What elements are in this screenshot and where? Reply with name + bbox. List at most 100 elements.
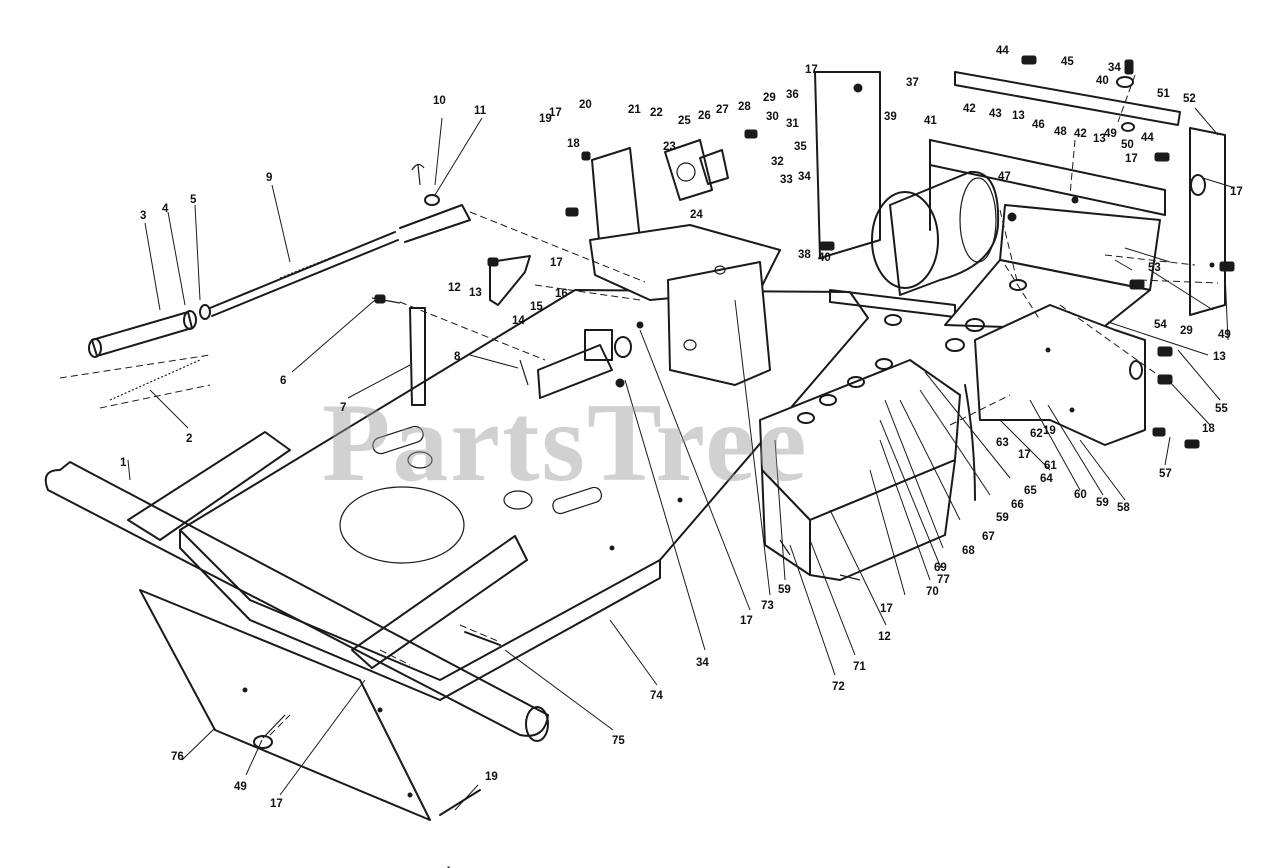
callout-36: 36 bbox=[786, 89, 799, 101]
callout-53: 53 bbox=[1148, 262, 1161, 274]
callout-38: 38 bbox=[798, 249, 811, 261]
callout-12: 12 bbox=[448, 282, 461, 294]
callout-34: 34 bbox=[798, 171, 811, 183]
callout-65: 65 bbox=[1024, 485, 1037, 497]
leader-lines bbox=[127, 74, 1236, 811]
callout-45: 45 bbox=[1061, 56, 1074, 68]
callout-13: 13 bbox=[1093, 133, 1106, 145]
callout-43: 43 bbox=[989, 108, 1002, 120]
watermark-text: PartsTree bbox=[322, 381, 809, 505]
top-rail bbox=[954, 71, 1181, 126]
callout-46: 46 bbox=[1032, 119, 1045, 131]
callout-19: 19 bbox=[539, 113, 552, 125]
callout-31: 31 bbox=[786, 118, 799, 130]
callout-69: 69 bbox=[934, 562, 947, 574]
callout-64: 64 bbox=[1040, 473, 1053, 485]
callout-72: 72 bbox=[832, 681, 845, 693]
upright-plate bbox=[814, 71, 881, 259]
callout-44: 44 bbox=[1141, 132, 1154, 144]
callout-74: 74 bbox=[650, 690, 663, 702]
callout-40: 40 bbox=[1096, 75, 1109, 87]
callout-52: 52 bbox=[1183, 93, 1196, 105]
center-brackets bbox=[589, 139, 781, 386]
callout-3: 3 bbox=[140, 210, 146, 222]
callout-75: 75 bbox=[612, 735, 625, 747]
callout-11: 11 bbox=[474, 105, 487, 117]
callout-22: 22 bbox=[650, 107, 663, 119]
front-skirt-plate bbox=[139, 589, 431, 821]
callout-57: 57 bbox=[1159, 468, 1172, 480]
callout-13: 13 bbox=[1213, 351, 1226, 363]
callout-70: 70 bbox=[926, 586, 939, 598]
callout-26: 26 bbox=[698, 110, 711, 122]
callout-41: 41 bbox=[924, 115, 937, 127]
callout-47: 47 bbox=[998, 171, 1011, 183]
callout-13: 13 bbox=[469, 287, 482, 299]
pedal-linkage-parts bbox=[371, 255, 632, 406]
callout-12: 12 bbox=[878, 631, 891, 643]
frame-plate bbox=[179, 289, 869, 701]
callout-73: 73 bbox=[761, 600, 774, 612]
callout-44: 44 bbox=[996, 45, 1009, 57]
callout-27: 27 bbox=[716, 104, 729, 116]
callout-8: 8 bbox=[454, 351, 461, 363]
callout-5: 5 bbox=[190, 194, 197, 206]
callout-49: 49 bbox=[1104, 128, 1117, 140]
callout-20: 20 bbox=[579, 99, 592, 111]
fasteners bbox=[253, 55, 1235, 868]
callout-55: 55 bbox=[1215, 403, 1228, 415]
callout-48: 48 bbox=[1054, 126, 1067, 138]
callout-62: 62 bbox=[1030, 428, 1043, 440]
callout-60: 60 bbox=[1074, 489, 1087, 501]
callout-39: 39 bbox=[884, 111, 897, 123]
callout-58: 58 bbox=[1117, 502, 1130, 514]
callout-23: 23 bbox=[663, 141, 676, 153]
callout-51: 51 bbox=[1157, 88, 1170, 100]
callout-37: 37 bbox=[906, 77, 919, 89]
callout-42: 42 bbox=[1074, 128, 1087, 140]
callout-15: 15 bbox=[530, 301, 543, 313]
callout-17: 17 bbox=[270, 798, 283, 810]
battery bbox=[759, 358, 976, 581]
callout-68: 68 bbox=[962, 545, 975, 557]
callout-28: 28 bbox=[738, 101, 751, 113]
callout-42: 42 bbox=[963, 103, 976, 115]
callout-17: 17 bbox=[805, 64, 818, 76]
callout-19: 19 bbox=[1043, 425, 1056, 437]
callout-1: 1 bbox=[120, 457, 127, 469]
callout-66: 66 bbox=[1011, 499, 1024, 511]
callout-17: 17 bbox=[1018, 449, 1031, 461]
callout-30: 30 bbox=[766, 111, 779, 123]
callout-35: 35 bbox=[794, 141, 807, 153]
callout-54: 54 bbox=[1154, 319, 1167, 331]
callout-59: 59 bbox=[778, 584, 791, 596]
callout-50: 50 bbox=[1121, 139, 1134, 151]
callout-33: 33 bbox=[780, 174, 793, 186]
callout-34: 34 bbox=[696, 657, 709, 669]
callout-17: 17 bbox=[880, 603, 893, 615]
callout-49: 49 bbox=[1218, 329, 1231, 341]
callout-16: 16 bbox=[555, 288, 568, 300]
callout-29: 29 bbox=[763, 92, 776, 104]
callout-76: 76 bbox=[171, 751, 184, 763]
callout-17: 17 bbox=[550, 257, 563, 269]
front-bumper bbox=[44, 431, 549, 742]
callout-24: 24 bbox=[690, 209, 703, 221]
callout-59: 59 bbox=[1096, 497, 1109, 509]
callout-40: 40 bbox=[818, 252, 831, 264]
callout-4: 4 bbox=[162, 203, 169, 215]
callout-32: 32 bbox=[771, 156, 784, 168]
rear-crossbar bbox=[929, 139, 1166, 231]
callout-17: 17 bbox=[740, 615, 753, 627]
callout-9: 9 bbox=[266, 172, 272, 184]
callout-2: 2 bbox=[186, 433, 192, 445]
callout-21: 21 bbox=[628, 104, 641, 116]
callout-17: 17 bbox=[1125, 153, 1138, 165]
callout-6: 6 bbox=[280, 375, 286, 387]
callout-63: 63 bbox=[996, 437, 1009, 449]
battery-tray-bracket bbox=[974, 304, 1146, 446]
spring-rod-assembly bbox=[59, 163, 471, 409]
callout-10: 10 bbox=[433, 95, 446, 107]
right-side-plate bbox=[1189, 127, 1226, 316]
